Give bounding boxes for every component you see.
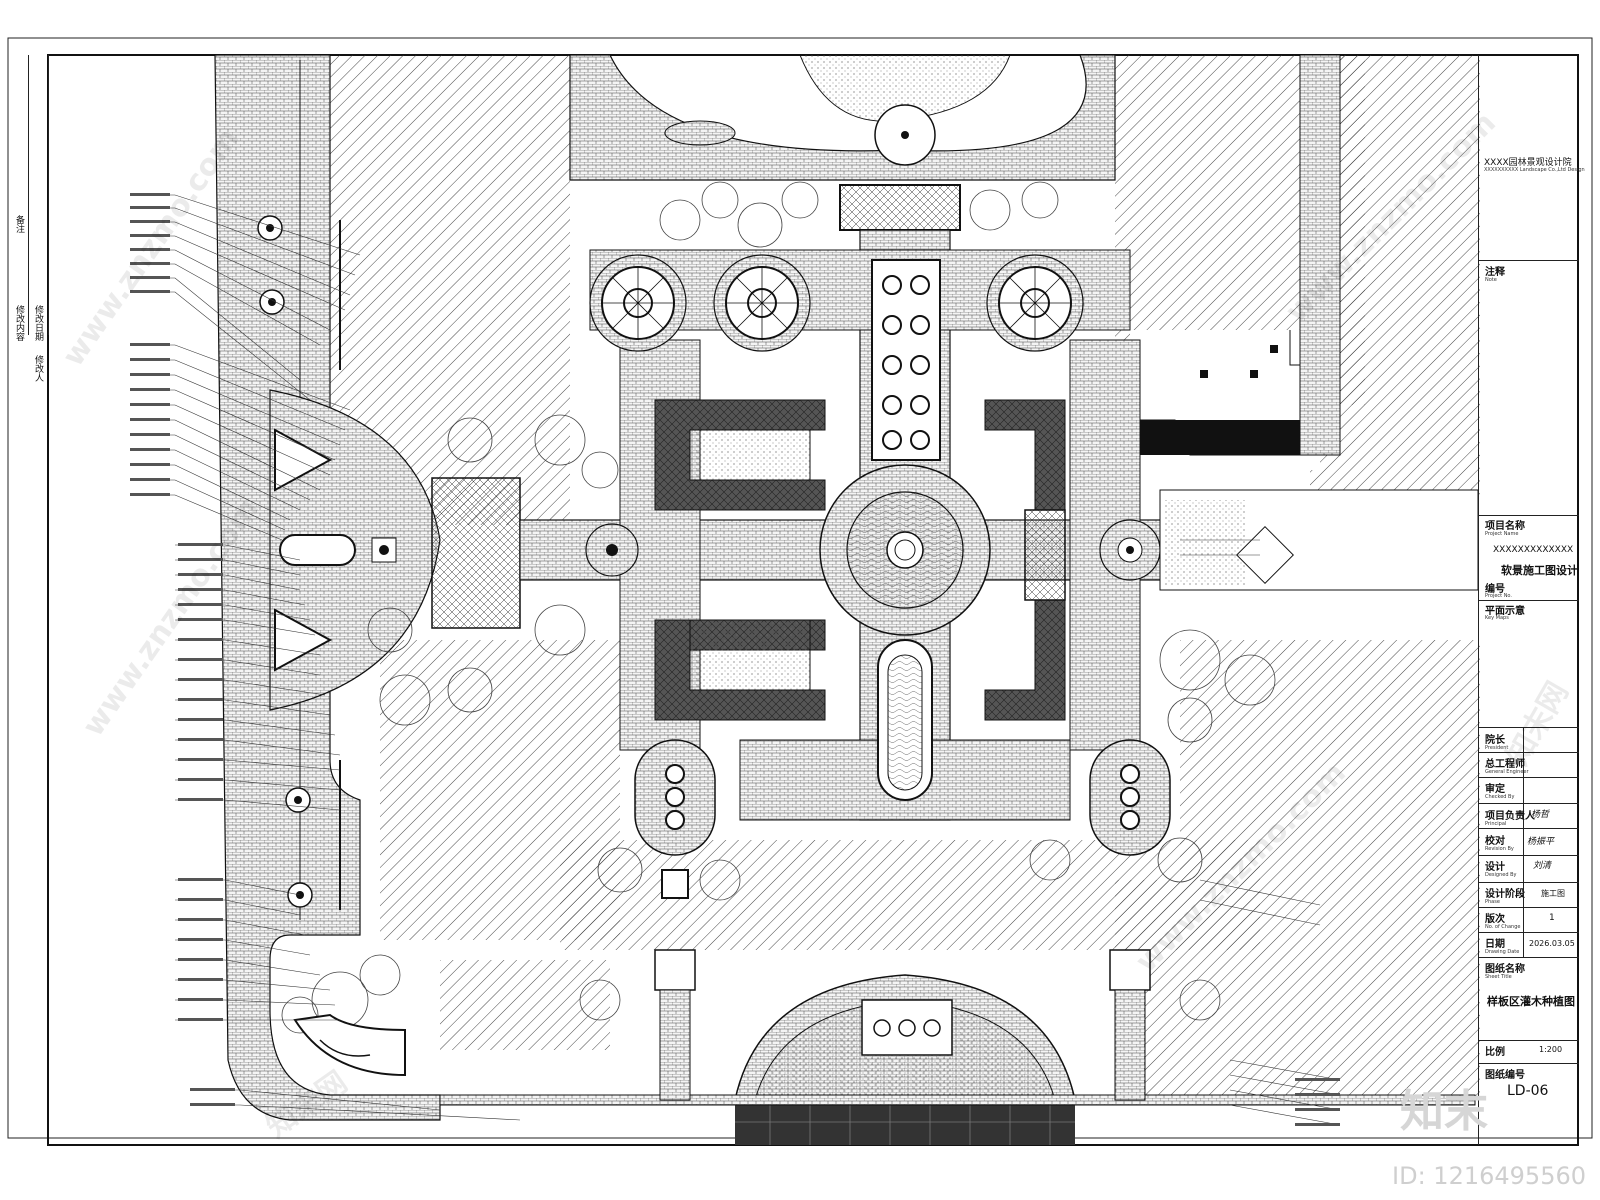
central-plaza (819, 464, 991, 636)
project-label: 项目名称 (1485, 521, 1525, 532)
president-label-en: President (1485, 745, 1509, 751)
chief-engineer-label: 总工程师 (1485, 759, 1525, 770)
note-label-en: Note (1485, 277, 1497, 283)
rosettes (589, 254, 1084, 352)
brand-logo: 知末 (1400, 1086, 1488, 1137)
designed-label-en: Designed By (1485, 872, 1517, 878)
scale-value: 1:200 (1539, 1045, 1563, 1054)
courtyards (689, 429, 811, 691)
oval-fountains (634, 739, 1171, 899)
phase-label: 设计阶段 (1485, 889, 1525, 900)
scroll-parterre (871, 259, 941, 461)
sheet-title-label: 图纸名称 (1485, 964, 1525, 975)
strip-remarks: 备注 (14, 215, 24, 233)
change-label: 版次 (1485, 914, 1505, 925)
title-block: XXXX园林景观设计院 XXXXXXXXXX Landscape Co.,Ltd… (1478, 55, 1585, 1145)
phase-label-en: Phase (1485, 899, 1500, 905)
planting-circles (281, 181, 1276, 1034)
sheet-title-label-en: Sheet Title (1485, 974, 1512, 980)
project-no-en: Project No. (1485, 593, 1512, 599)
strip-content: 修改内容 (14, 305, 24, 341)
leader-ticks (130, 193, 1340, 1126)
designed-label: 设计 (1485, 862, 1505, 873)
principal-label: 项目负责人 (1485, 811, 1535, 822)
west-plaza (269, 389, 521, 711)
corner-ornament (293, 1013, 406, 1077)
checked-label-en: Checked By (1485, 794, 1515, 800)
project-label-en: Project Name (1485, 531, 1519, 537)
checked-label: 审定 (1485, 784, 1505, 795)
south-entrance (439, 949, 1476, 1145)
project-subtitle: 软景施工图设计 (1501, 564, 1578, 577)
sheet-title: 样板区灌木种植图 (1487, 995, 1575, 1008)
note-label: 注释 (1485, 267, 1505, 278)
change-label-en: No. of Change (1485, 924, 1521, 930)
date-value: 2026.03.05 (1529, 939, 1575, 948)
revision-label-en: Revision By (1485, 846, 1514, 852)
image-id: ID: 1216495560 (1392, 1162, 1586, 1190)
change-value: 1 (1549, 913, 1555, 923)
date-label-en: Drawing Date (1485, 949, 1520, 955)
project-name: XXXXXXXXXXXXX (1493, 545, 1574, 555)
building-block (1130, 330, 1321, 470)
designed-signature: 刘清 (1533, 861, 1552, 871)
keymap-label-en: Key Maps (1485, 615, 1509, 621)
sheet-no-label: 图纸编号 (1485, 1070, 1525, 1081)
firm-name-en: XXXXXXXXXX Landscape Co.,Ltd Design (1484, 167, 1585, 173)
strip-person: 修改人 (33, 355, 43, 382)
left-lamps (257, 215, 313, 908)
strip-date: 修改日期 (33, 305, 43, 341)
scale-label: 比例 (1485, 1047, 1505, 1058)
reflecting-pool (877, 639, 933, 801)
hatch-fields (325, 55, 1480, 1100)
project-no-label: 编号 (1485, 584, 1505, 595)
revision-strip: 备注 修改内容 修改日期 修改人 (10, 55, 49, 382)
firm-name: XXXX园林景观设计院 (1484, 158, 1572, 168)
principal-label-en: Principal (1485, 821, 1507, 827)
sheet-no: LD-06 (1507, 1083, 1549, 1099)
revision-label: 校对 (1485, 836, 1505, 847)
chief-engineer-label-en: General Engineer (1485, 769, 1529, 775)
president-label: 院长 (1485, 735, 1505, 746)
north-plaza (569, 54, 1116, 231)
keymap-label: 平面示意 (1485, 606, 1525, 617)
principal-signature: 杨哲 (1531, 810, 1550, 820)
revision-signature: 杨振平 (1527, 837, 1555, 847)
date-label: 日期 (1485, 939, 1505, 950)
phase-value: 施工图 (1541, 889, 1565, 898)
